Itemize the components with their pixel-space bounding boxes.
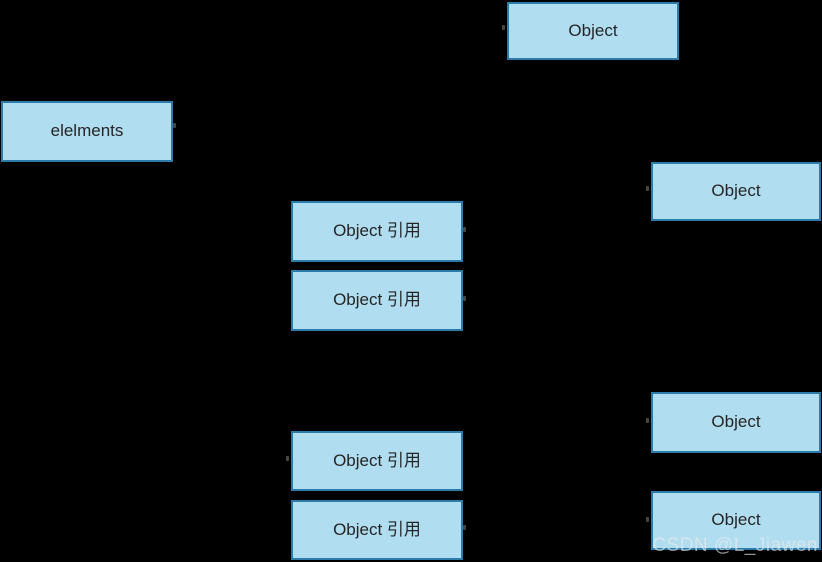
node-label: Object 引用 xyxy=(333,450,421,470)
node-object-ref-2: Object 引用 xyxy=(291,270,463,331)
arrow-tip-icon xyxy=(502,25,505,30)
node-object-ref-3: Object 引用 xyxy=(291,431,463,491)
arrow-tip-icon xyxy=(173,123,176,128)
node-label: Object xyxy=(711,510,761,530)
node-object-ref-1: Object 引用 xyxy=(291,201,463,262)
node-object-right-top: Object xyxy=(651,162,821,221)
node-label: Object xyxy=(568,20,618,40)
csdn-watermark: CSDN @L_Jiawen xyxy=(652,535,818,556)
arrow-tip-icon xyxy=(463,227,466,232)
node-object-ref-4: Object 引用 xyxy=(291,500,463,560)
arrow-tip-icon xyxy=(646,418,649,423)
node-label: Object 引用 xyxy=(333,290,421,310)
arrow-tip-icon xyxy=(463,296,466,301)
node-label: Object 引用 xyxy=(333,221,421,241)
node-label: Object xyxy=(711,181,761,201)
node-label: Object xyxy=(711,412,761,432)
node-label: elelments xyxy=(50,121,124,141)
node-elements: elelments xyxy=(1,101,173,162)
node-object-right-mid: Object xyxy=(651,392,821,453)
node-label: Object 引用 xyxy=(333,519,421,539)
arrow-tip-icon xyxy=(286,456,289,461)
arrow-tip-icon xyxy=(646,186,649,191)
arrow-tip-icon xyxy=(646,517,649,522)
node-object-top: Object xyxy=(507,2,679,60)
arrow-tip-icon xyxy=(463,525,466,530)
node-object-right-bottom: Object xyxy=(651,491,821,550)
